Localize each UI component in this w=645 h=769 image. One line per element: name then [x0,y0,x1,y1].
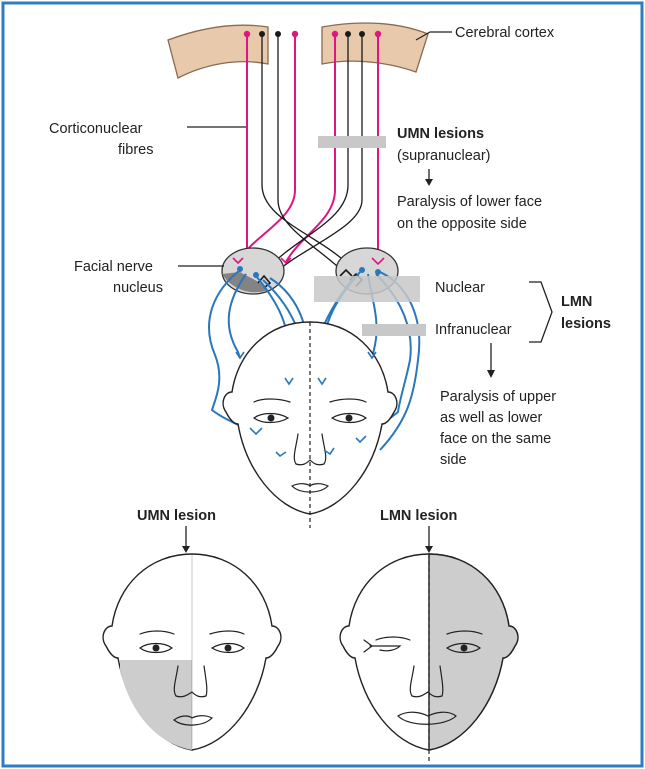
umn-lesion-arrow [182,526,190,553]
lmn-lesions-line2: lesions [561,316,611,332]
corticonuclear-label-line1: Corticonuclear [49,121,143,137]
black-fibre-terminals [259,31,365,37]
nuclear-lesion-bar [314,276,420,302]
lmn-lesion-face [340,554,518,762]
umn-effect-line1: Paralysis of lower face [397,194,542,210]
lmn-effect-line4: side [440,452,467,468]
center-face [223,322,397,528]
lmn-effect-line2: as well as lower [440,410,543,426]
lmn-lesion-caption: LMN lesion [380,508,457,524]
corticonuclear-fibres-magenta [238,35,378,262]
cerebral-cortex-label: Cerebral cortex [455,25,555,41]
umn-lesion-face [103,554,281,750]
umn-effect-line2: on the opposite side [397,216,527,232]
infranuclear-label: Infranuclear [435,322,512,338]
lmn-lesions-line1: LMN [561,294,592,310]
cerebral-cortex [168,23,428,78]
lmn-effect-line3: face on the same [440,431,551,447]
infranuclear-lesion-bar [362,324,426,336]
lmn-effect-arrow [487,343,495,378]
facial-nucleus-label-line1: Facial nerve [74,259,153,275]
umn-lesions-subtitle: (supranuclear) [397,148,491,164]
lmn-lesion-arrow [425,526,433,553]
facial-nucleus-label-line2: nucleus [113,280,163,296]
nuclear-label: Nuclear [435,280,485,296]
lmn-effect-line1: Paralysis of upper [440,389,556,405]
umn-lesion-bar [318,136,386,148]
umn-lesions-title: UMN lesions [397,126,484,142]
corticonuclear-fibres-black [262,35,362,276]
facial-nucleus-left [222,248,284,294]
corticonuclear-label-line2: fibres [118,142,153,158]
umn-effect-arrow [425,169,433,186]
lmn-bracket [529,282,552,342]
umn-lesion-caption: UMN lesion [137,508,216,524]
